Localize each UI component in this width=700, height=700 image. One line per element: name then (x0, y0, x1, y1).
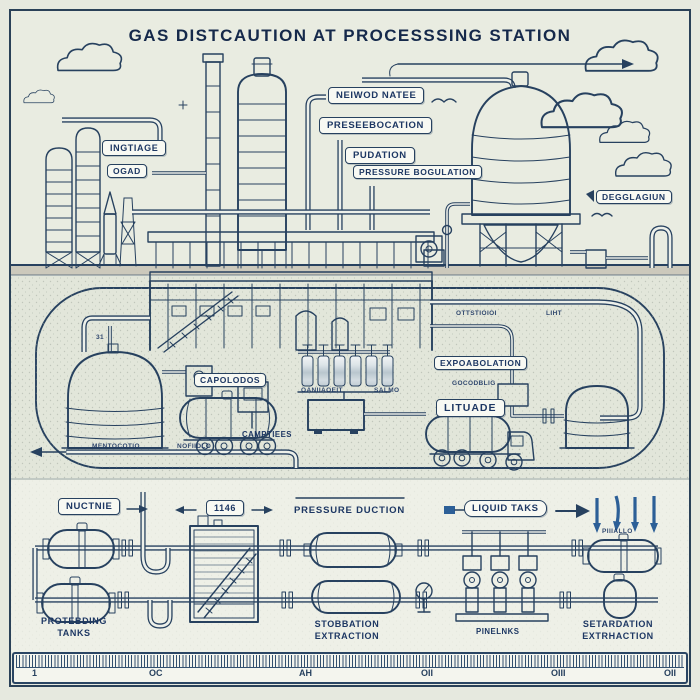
label-pudation: PUDATION (345, 147, 415, 164)
horizontal-tank-left-top (42, 522, 120, 569)
label-liquid-taks: LIQUID TAKS (464, 500, 547, 517)
vertical-tank-right (603, 573, 637, 619)
yard-piping (30, 299, 643, 468)
label-pressure-duction: PRESSURE DUCTION (294, 505, 405, 516)
label-stobbation-extraction: STOBBATION EXTRACTION (292, 619, 402, 642)
distillation-columns-left (45, 127, 101, 269)
station-yard-outline (11, 276, 689, 650)
furnace-building (189, 515, 259, 623)
main-fractionator-column (237, 57, 287, 269)
label-setardation-extrhaction: SETARDATION EXTRHACTION (562, 619, 674, 642)
ruler-label-6: OII (664, 668, 677, 678)
horizontal-tank-left-bottom (36, 576, 116, 623)
vessel-center-bottom (311, 580, 401, 614)
blue-down-arrows (593, 495, 658, 533)
dome-tank-left (61, 343, 169, 449)
metering-box (497, 383, 529, 407)
label-capolodos: CAPOLODOS (194, 373, 267, 387)
label-setardation-line2: EXTRHACTION (582, 630, 654, 641)
pressure-gauge (415, 582, 433, 613)
derrick-mast (119, 197, 137, 267)
dome-tank-right (559, 385, 635, 449)
label-setardation-line1: SETARDATION (582, 619, 654, 629)
compressor-train (455, 530, 549, 622)
label-liht: LIHT (546, 310, 563, 317)
vessel-center-top (303, 532, 403, 568)
label-ogad: OGAD (107, 164, 147, 178)
label-ingtiage: INGTIAGE (102, 140, 167, 156)
label-gocodblig: GOCODBLIG (452, 380, 496, 387)
annotation-arrows (126, 190, 594, 518)
platform-structure (147, 231, 443, 269)
label-stobbation-line1: STOBBATION (314, 619, 380, 629)
label-lituade: LITUADE (436, 399, 505, 417)
ruler-ticks (16, 655, 684, 668)
image-frame (9, 9, 691, 687)
label-mentocotio: MENTOCOTIO (92, 443, 140, 450)
label-salmo: SALMO (374, 387, 400, 394)
label-protebding-line1: PROTEBDING (40, 616, 107, 626)
flow-arrow-top (178, 59, 634, 110)
label-nuctnie: NUCTNIE (58, 498, 121, 515)
scale-ruler: 1 OC AH OII OIII OII (12, 652, 688, 684)
label-protebding-tanks: PROTEBDING TANKS (28, 616, 120, 639)
valve-manifold (297, 344, 394, 401)
tanker-truck-left (179, 390, 277, 456)
ruler-label-1: 1 (32, 668, 38, 678)
horizontal-tank-right (582, 533, 662, 573)
label-oaniiaoeit: OANIIAOEIT (301, 387, 343, 394)
label-pressure-bogulation: PRESSURE BOGULATION (353, 165, 483, 179)
label-camptiees: CAMPTIEES (242, 430, 292, 439)
right-utility-pipes (570, 225, 673, 269)
label-degglagiun: DEGGLAGIUN (596, 190, 672, 204)
spherical-storage-tank (461, 71, 581, 267)
ruler-label-5: OIII (551, 668, 566, 678)
ruler-label-4: OII (421, 668, 434, 678)
label-31: 31 (96, 334, 105, 341)
label-preseebocation: PRESEEBOCATION (319, 117, 432, 134)
label-stobbation-line2: EXTRACTION (314, 630, 380, 641)
ruler-label-3: AH (299, 668, 312, 678)
label-protebding-line2: TANKS (57, 627, 91, 638)
label-piiiallo: PIIIALLO (602, 528, 633, 535)
process-skid-box (307, 399, 426, 434)
ruler-label-2: OC (149, 668, 163, 678)
label-neiwod-natee: NEIWOD NATEE (328, 87, 425, 104)
label-expoabolation: EXPOABOLATION (434, 356, 528, 370)
clouds (23, 39, 672, 177)
label-pinelnks: PINELNKS (476, 627, 520, 636)
label-nofiidlo: NOFIIDLO (177, 443, 212, 450)
bottom-flow-pipes (32, 492, 658, 629)
bird-icons (431, 98, 613, 217)
label-1146: 1146 (206, 500, 244, 516)
rocket-tower (98, 191, 122, 266)
top-piping (62, 77, 516, 268)
label-ottstioioi: OTTSTIOIOI (456, 310, 497, 317)
page-title: GAS DISTCAUTION AT PROCESSSING STATION (128, 26, 572, 45)
